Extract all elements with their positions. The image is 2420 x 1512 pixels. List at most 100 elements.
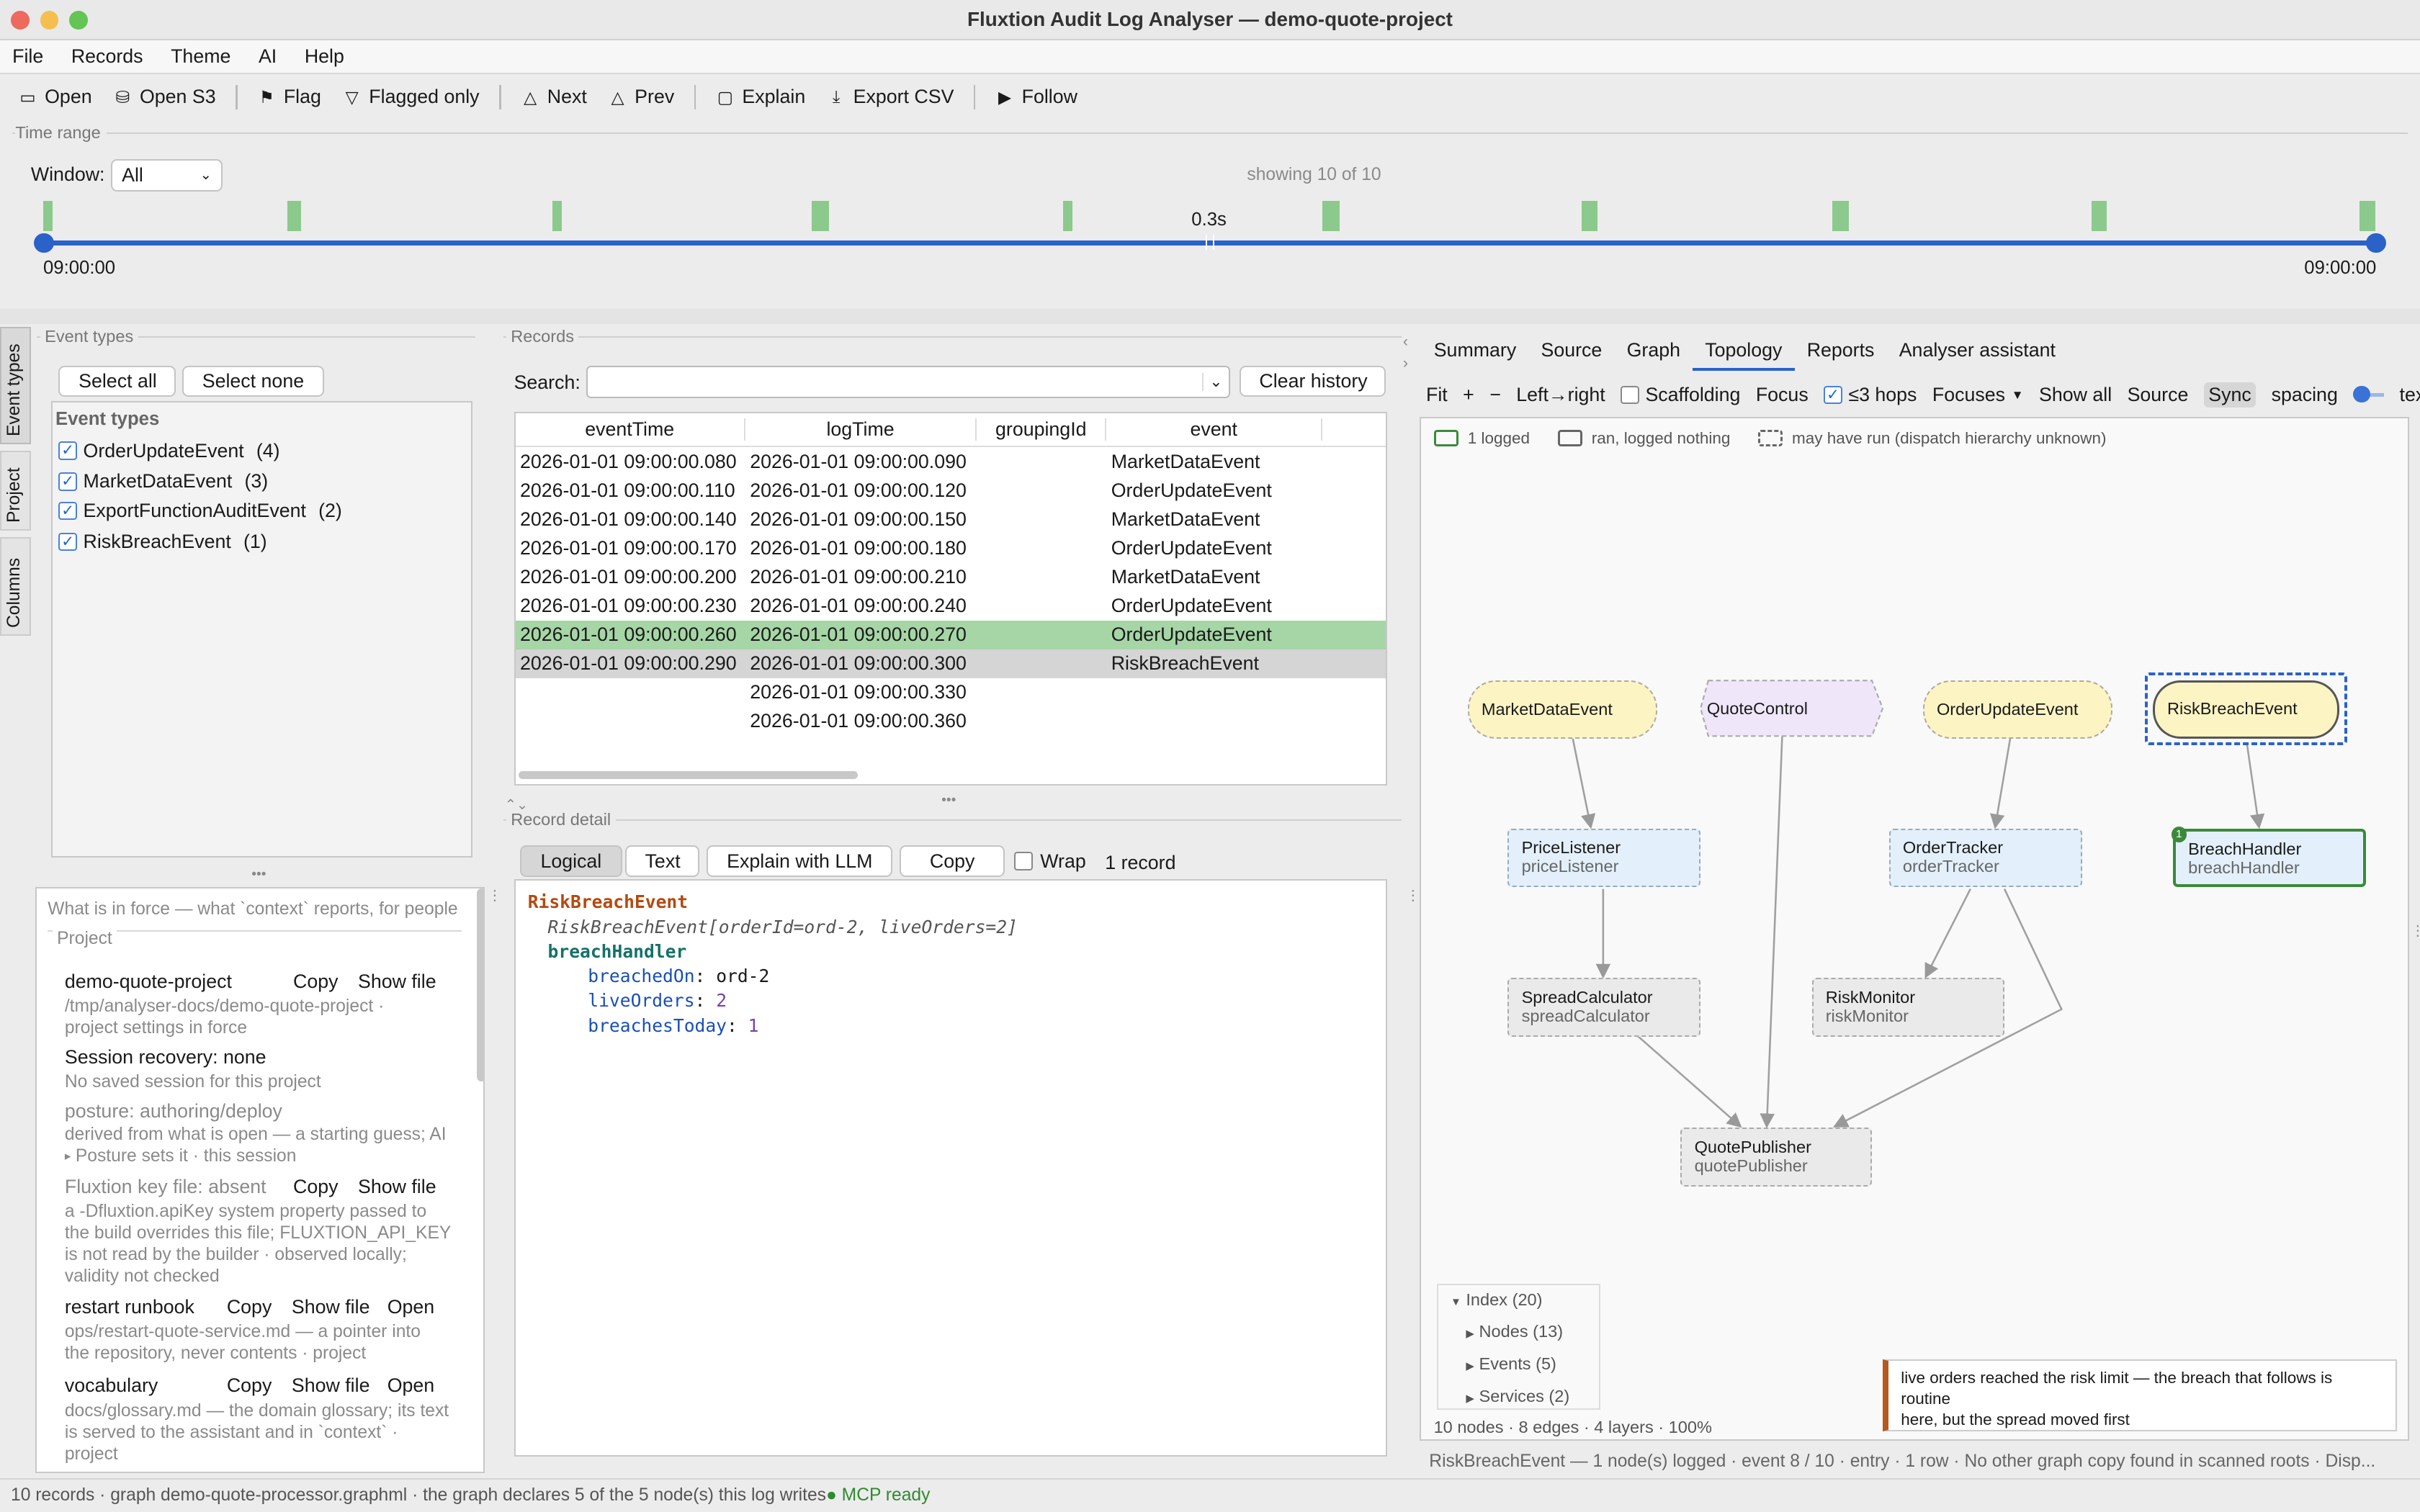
wrap-toggle[interactable]: Wrap [1013, 850, 1086, 873]
tab-text[interactable]: Text [624, 845, 699, 877]
vertical-grip-icon[interactable]: ⋮ [2411, 922, 2420, 940]
minimize-window-button[interactable] [40, 11, 59, 30]
records-horizontal-scrollbar[interactable] [518, 771, 859, 779]
range-center-grip[interactable] [1205, 234, 1215, 251]
tree-item-nodes[interactable]: ▶ Nodes (13) [1466, 1322, 1564, 1341]
vocabulary-show-file-link[interactable]: Show file [291, 1374, 370, 1397]
checkbox-checked-icon[interactable]: ✓ [1824, 385, 1842, 405]
source-button[interactable]: Source [2127, 384, 2189, 406]
focus-button[interactable]: Focus [1755, 384, 1809, 406]
tab-reports[interactable]: Reports [1806, 338, 1875, 361]
tree-item-index[interactable]: ▼ Index (20) [1450, 1290, 1543, 1309]
runbook-show-file-link[interactable]: Show file [291, 1295, 370, 1318]
search-combo[interactable]: ⌄ [586, 365, 1230, 398]
tab-summary[interactable]: Summary [1433, 338, 1517, 361]
tab-topology[interactable]: Topology [1693, 339, 1795, 371]
project-show-file-link[interactable]: Show file [357, 970, 436, 992]
event-type-item[interactable]: ✓ExportFunctionAuditEvent(2) [58, 500, 342, 522]
menu-theme[interactable]: Theme [171, 45, 231, 67]
tab-source[interactable]: Source [1541, 338, 1603, 361]
collapse-expand-icon[interactable]: ⌃⌄ [504, 797, 528, 813]
checkbox-checked-icon[interactable]: ✓ [58, 441, 77, 460]
follow-button[interactable]: ▶Follow [990, 83, 1084, 112]
tree-item-events[interactable]: ▶ Events (5) [1466, 1354, 1556, 1374]
time-range-slider-track[interactable] [43, 240, 2377, 246]
topology-canvas[interactable]: 1 logged ran, logged nothing may have ru… [1420, 416, 2409, 1441]
table-row[interactable]: 2026-01-01 09:00:00.330 [750, 681, 967, 703]
vertical-grip-icon[interactable]: ⋮ [1406, 888, 1420, 904]
vertical-grip-icon[interactable]: ⋮ [488, 888, 502, 904]
collapse-arrows-icon[interactable]: ‹› [1402, 332, 1408, 372]
zoom-out-button[interactable]: − [1489, 384, 1501, 406]
clear-history-button[interactable]: Clear history [1239, 365, 1386, 397]
tab-logical[interactable]: Logical [520, 845, 622, 877]
range-end-handle[interactable] [2366, 233, 2386, 253]
project-copy-link[interactable]: Copy [292, 970, 339, 992]
resize-grip-icon[interactable]: ••• [941, 793, 956, 809]
search-input[interactable] [591, 368, 1193, 395]
event-type-item[interactable]: ✓RiskBreachEvent(1) [58, 531, 267, 553]
table-row[interactable]: 2026-01-01 09:00:00.360 [750, 710, 967, 732]
menu-records[interactable]: Records [71, 45, 143, 67]
vocabulary-copy-link[interactable]: Copy [226, 1374, 272, 1397]
project-scrollbar[interactable] [476, 888, 483, 1081]
show-all-button[interactable]: Show all [2038, 384, 2112, 406]
chevron-down-icon[interactable]: ⌄ [1201, 372, 1222, 391]
column-header-groupingid[interactable]: groupingId [977, 418, 1107, 441]
checkbox-checked-icon[interactable]: ✓ [58, 501, 77, 521]
scaffolding-toggle[interactable]: Scaffolding [1621, 384, 1740, 406]
focuses-dropdown[interactable]: Focuses▼ [1932, 384, 2024, 406]
key-copy-link[interactable]: Copy [292, 1175, 339, 1197]
side-tab-event-types[interactable]: Event types [0, 327, 31, 445]
spacing-slider[interactable] [2353, 385, 2385, 403]
runbook-copy-link[interactable]: Copy [226, 1295, 272, 1318]
explain-button[interactable]: ▢Explain [717, 86, 806, 108]
node-orderupdateevent[interactable]: OrderUpdateEvent [1922, 680, 2113, 739]
close-window-button[interactable] [11, 11, 30, 30]
vocabulary-open-link[interactable]: Open [387, 1374, 435, 1397]
open-s3-button[interactable]: ⛁Open S3 [107, 83, 222, 112]
range-start-handle[interactable] [34, 233, 54, 253]
tab-analyser-assistant[interactable]: Analyser assistant [1899, 338, 2056, 361]
event-type-item[interactable]: ✓MarketDataEvent(3) [58, 470, 268, 492]
direction-button[interactable]: Left→right [1516, 384, 1605, 406]
column-header-eventtime[interactable]: eventTime [516, 418, 745, 441]
menu-ai[interactable]: AI [258, 45, 277, 67]
side-tab-columns[interactable]: Columns [0, 536, 31, 636]
key-show-file-link[interactable]: Show file [357, 1175, 436, 1197]
zoom-window-button[interactable] [69, 11, 89, 30]
node-riskbreachevent-selection[interactable]: RiskBreachEvent [2145, 672, 2348, 745]
zoom-in-button[interactable]: + [1463, 384, 1474, 406]
node-riskbreachevent[interactable]: RiskBreachEvent [2152, 680, 2340, 739]
node-marketdataevent[interactable]: MarketDataEvent [1467, 680, 1658, 739]
menu-file[interactable]: File [12, 45, 44, 67]
runbook-open-link[interactable]: Open [387, 1295, 435, 1318]
node-quotecontrol[interactable]: QuoteControl [1699, 679, 1884, 737]
resize-grip-icon[interactable]: ••• [251, 867, 266, 883]
split-divider[interactable] [0, 308, 2420, 324]
checkbox-icon[interactable] [1621, 385, 1639, 405]
fit-button[interactable]: Fit [1425, 384, 1448, 406]
column-header-logtime[interactable]: logTime [745, 418, 977, 441]
side-tab-project[interactable]: Project [0, 450, 31, 531]
flag-button[interactable]: ⚑Flag [251, 83, 328, 112]
posture-expander[interactable]: ▸Posture sets it · this session [64, 1146, 297, 1166]
menu-help[interactable]: Help [304, 45, 344, 67]
sync-toggle[interactable]: Sync [2203, 382, 2257, 408]
select-all-button[interactable]: Select all [58, 365, 176, 397]
tab-graph[interactable]: Graph [1626, 338, 1680, 361]
copy-detail-button[interactable]: Copy [900, 845, 1005, 877]
select-none-button[interactable]: Select none [182, 365, 324, 397]
